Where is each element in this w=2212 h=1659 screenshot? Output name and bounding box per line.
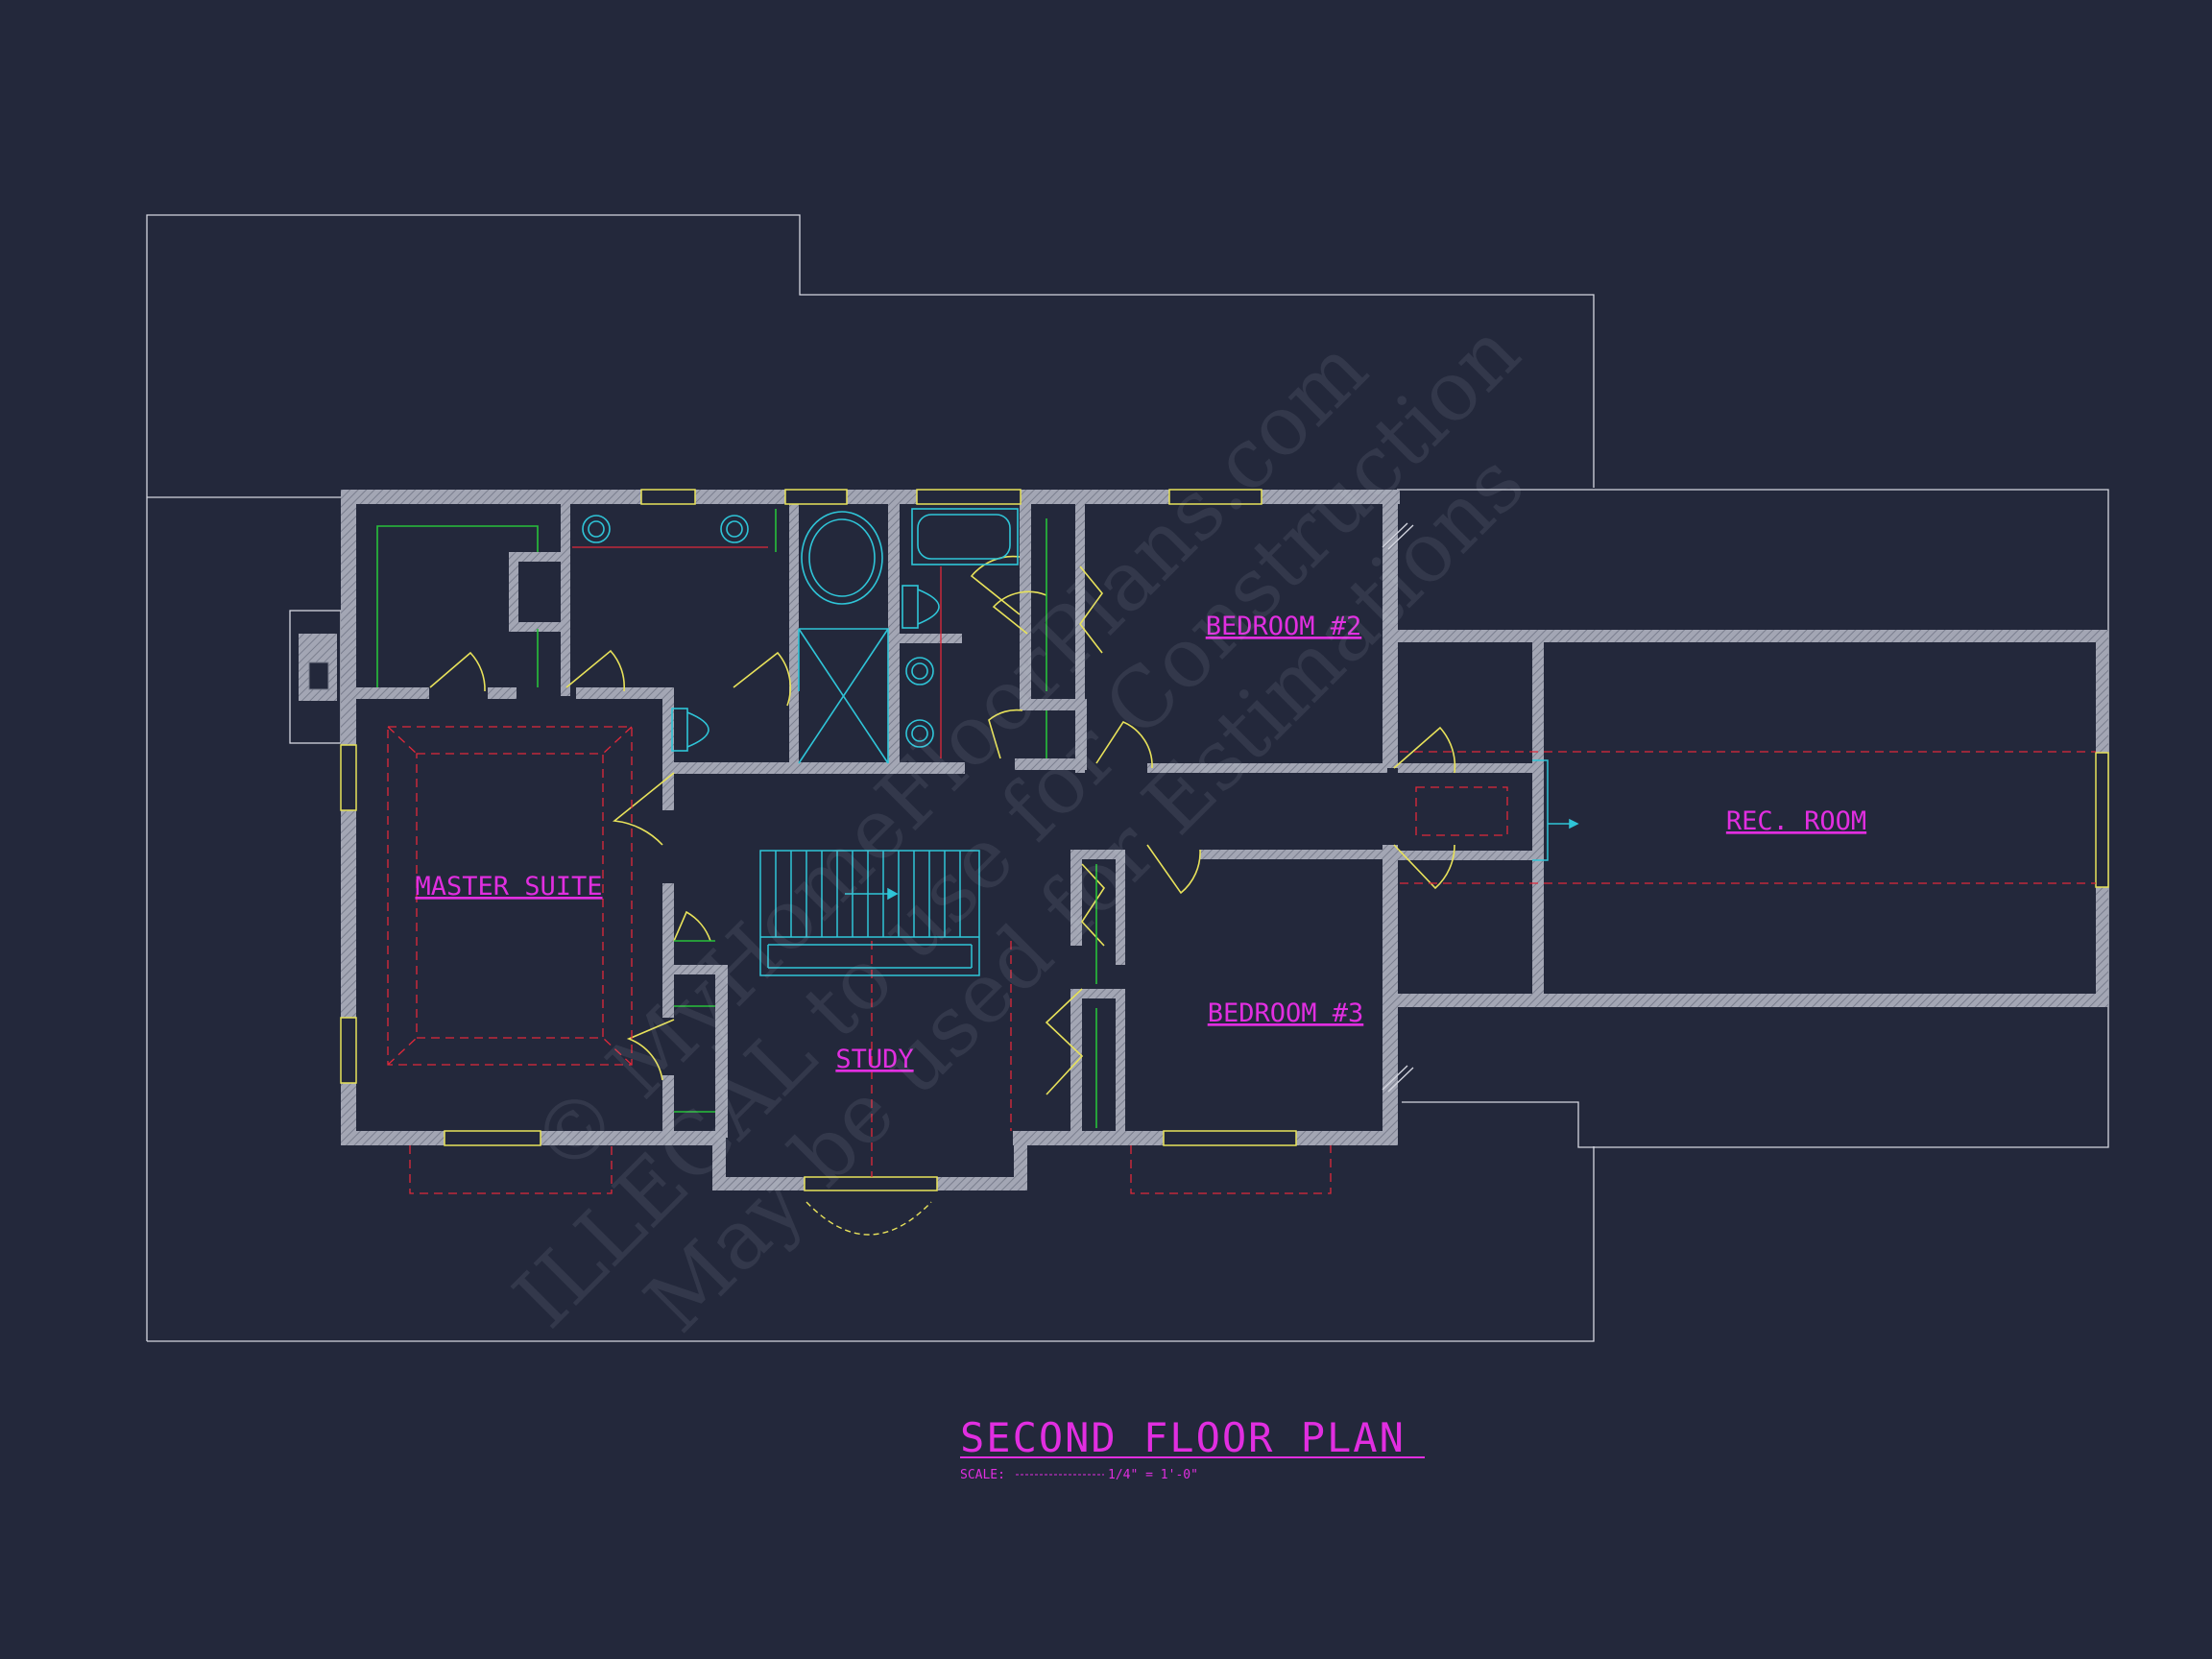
room-label-rec-room: REC. ROOM — [1726, 806, 1866, 836]
register — [1532, 759, 1579, 861]
room-label-bedroom-2: BEDROOM #2 — [1206, 612, 1362, 641]
chimney — [289, 610, 342, 744]
roof-outline — [146, 214, 2109, 1342]
room-label-study: STUDY — [835, 1045, 913, 1074]
staircase — [759, 850, 980, 976]
ceiling-lines — [387, 546, 2096, 1194]
bay-window — [805, 1201, 932, 1236]
room-label-bedroom-3: BEDROOM #3 — [1208, 998, 1364, 1028]
scale-value: 1/4" = 1'-0" — [1108, 1468, 1198, 1482]
plan-title: SECOND FLOOR PLAN — [960, 1414, 1406, 1461]
bath-fixtures — [582, 508, 1019, 764]
closet-shelves — [376, 509, 1097, 1128]
scale-label: SCALE: — [960, 1468, 1005, 1482]
break-marks — [1382, 522, 1414, 1093]
windows — [340, 489, 2109, 1191]
walls — [341, 490, 2108, 1190]
doors — [429, 555, 1456, 1095]
room-label-master-suite: MASTER SUITE — [415, 872, 602, 902]
